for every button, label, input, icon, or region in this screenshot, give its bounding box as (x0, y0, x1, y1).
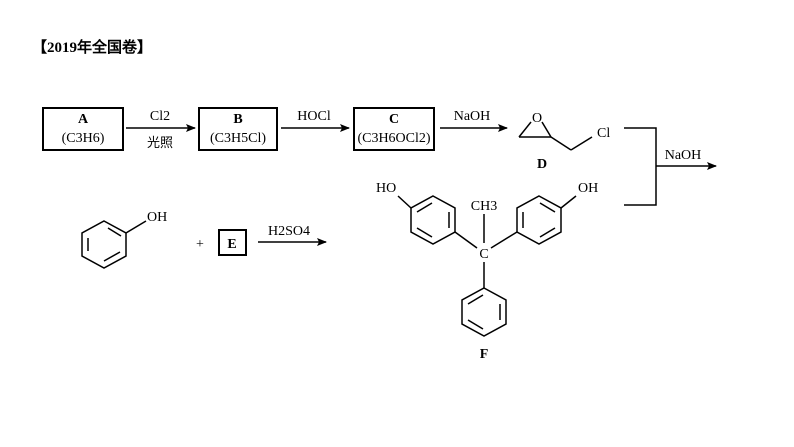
compound-a-formula: (C3H6) (62, 131, 105, 146)
reaction-arrow-1: Cl2 光照 (126, 109, 196, 151)
f-methyl-group: CH3 (471, 199, 497, 214)
compound-d-structure: O Cl D (518, 111, 610, 172)
reaction-arrow-2: HOCl (281, 109, 350, 132)
step5-reagent: H2SO4 (268, 224, 310, 239)
reaction-arrow-4: NaOH (624, 127, 717, 206)
f-hydroxyl-left: HO (376, 181, 396, 196)
compound-f-structure: HO OH CH3 C F (376, 181, 598, 362)
compound-a-box: A (C3H6) (42, 107, 124, 151)
f-central-carbon: C (479, 247, 488, 262)
step2-reagent: HOCl (297, 109, 331, 124)
step1-condition: 光照 (147, 136, 173, 151)
plus-sign: + (196, 237, 204, 252)
step1-reagent: Cl2 (150, 109, 170, 124)
f-hydroxyl-right: OH (578, 181, 598, 196)
compound-a-letter: A (78, 112, 89, 127)
epoxide-oxygen: O (532, 111, 542, 126)
compound-c-box: C (C3H6OCl2) (353, 107, 435, 151)
compound-c-letter: C (389, 112, 399, 127)
phenol-structure: OH (81, 210, 167, 269)
compound-c-formula: (C3H6OCl2) (357, 131, 430, 146)
step3-reagent: NaOH (454, 109, 491, 124)
compound-b-formula: (C3H5Cl) (210, 131, 266, 146)
chlorine-atom: Cl (597, 126, 610, 141)
compound-d-letter: D (537, 157, 547, 172)
compound-b-letter: B (233, 112, 242, 127)
compound-e-box: E (218, 229, 247, 256)
phenol-hydroxyl: OH (147, 210, 167, 225)
reaction-arrow-3: NaOH (440, 109, 508, 132)
step4-reagent: NaOH (665, 148, 702, 163)
compound-f-letter: F (480, 347, 489, 362)
problem-source-heading: 【2019年全国卷】 (32, 38, 152, 56)
reaction-arrow-5: H2SO4 (258, 224, 327, 246)
compound-b-box: B (C3H5Cl) (198, 107, 278, 151)
compound-e-letter: E (227, 237, 236, 252)
